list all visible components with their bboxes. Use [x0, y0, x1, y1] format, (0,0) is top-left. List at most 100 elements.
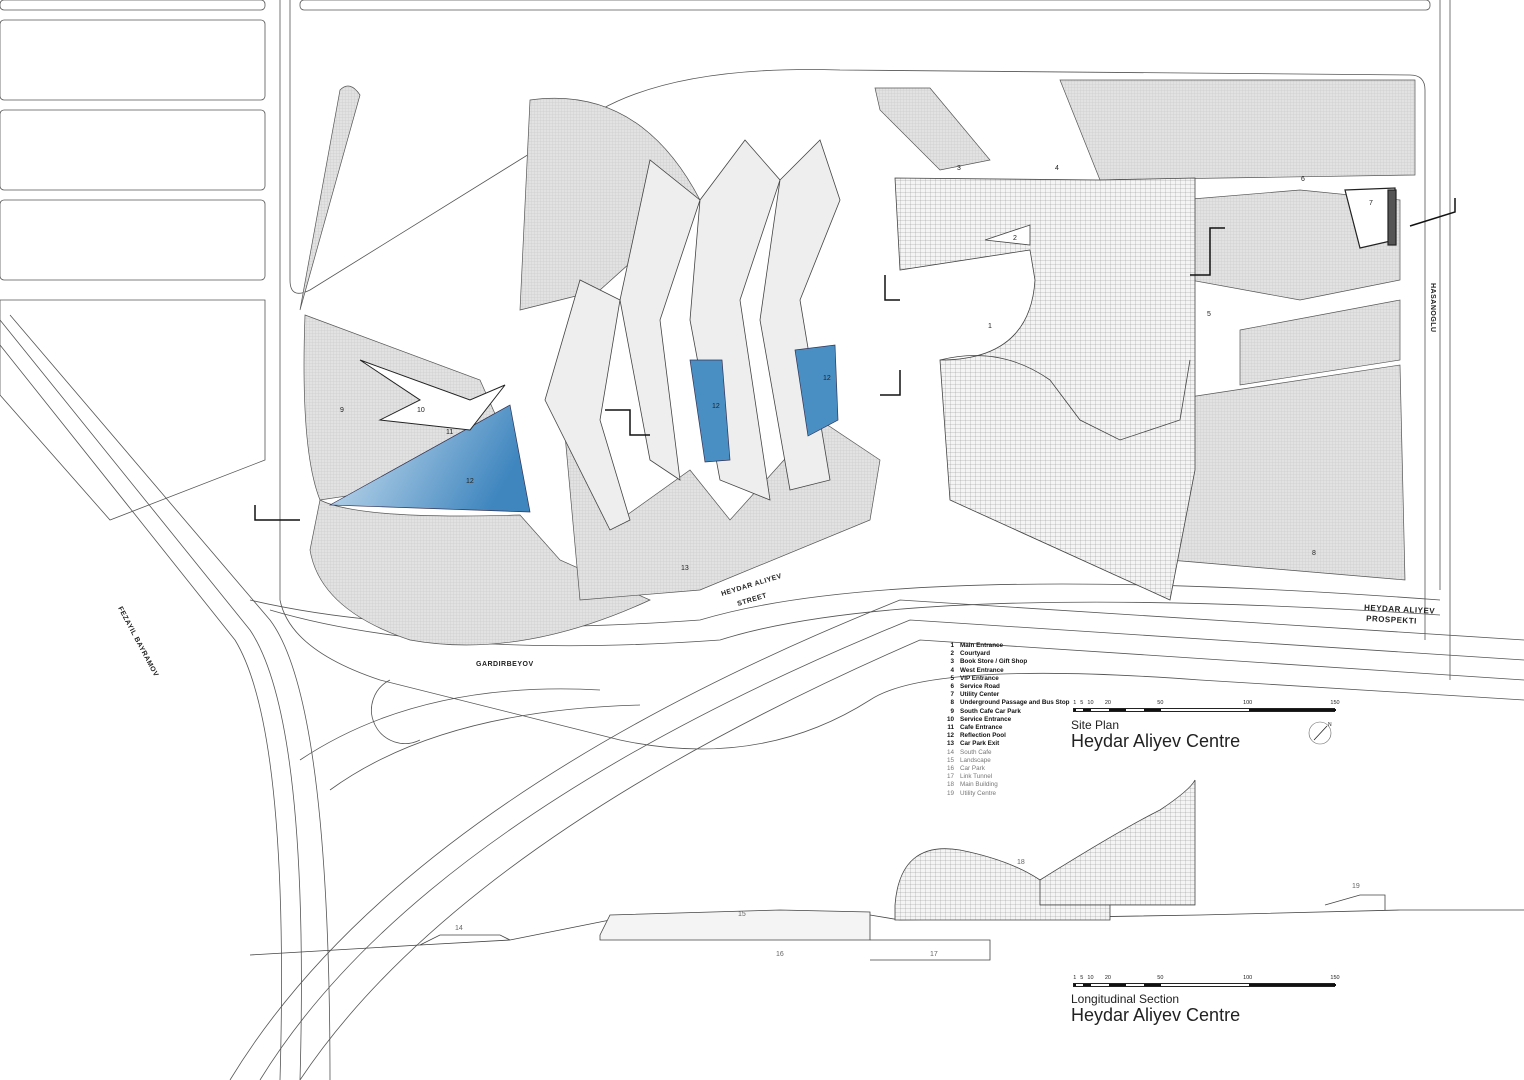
legend-number: 6: [950, 683, 954, 691]
legend-item: 7 Utility Center: [942, 691, 1070, 699]
scale-segment: [1074, 709, 1076, 711]
street-hasanoglu: HASANOGLU: [1429, 283, 1436, 333]
site-plan-title: Heydar Aliyev Centre: [1071, 731, 1241, 751]
scale-tick-label: 5: [1080, 975, 1084, 981]
legend-item: 17 Link Tunnel: [942, 773, 1070, 781]
section-title-block: Longitudinal Section Heydar Aliyev Centr…: [1071, 992, 1240, 1025]
legend-label: Car Park Exit: [960, 740, 1000, 748]
scale-tick-label: 1: [1073, 975, 1077, 981]
legend-label: South Cafe Car Park: [960, 707, 1021, 715]
section-subtitle: Longitudinal Section: [1071, 992, 1180, 1006]
scale-tick-label: 20: [1104, 700, 1111, 706]
legend-label: Service Road: [960, 683, 1000, 691]
scale-tick-label: 50: [1157, 700, 1164, 706]
label-6: 6: [1301, 176, 1305, 183]
legend-label: VIP Entrance: [960, 674, 999, 682]
legend-item: 13 Car Park Exit: [942, 740, 1070, 748]
scale-segment: [1143, 984, 1162, 986]
site-plan-subtitle: Site Plan: [1071, 718, 1120, 732]
legend-number: 1: [950, 642, 954, 649]
legend-number: 18: [946, 781, 954, 789]
legend-number: 5: [950, 674, 954, 682]
legend-item: 6 Service Road: [942, 683, 1070, 691]
reflection-pools: [328, 344, 839, 513]
label-8: 8: [1312, 550, 1316, 557]
south-cafe: [359, 359, 506, 431]
scale-tick-label: 100: [1243, 975, 1253, 981]
street-heydar-aliyev-2: STREET: [737, 592, 769, 608]
scale-tick-label: 10: [1087, 700, 1094, 706]
label-15: 15: [738, 911, 746, 918]
legend-label: Utility Centre: [960, 789, 997, 797]
label-13: 13: [681, 565, 689, 572]
legend-number: 10: [946, 715, 954, 723]
legend-number: 4: [950, 666, 954, 674]
street-prospekti-2: PROSPEKTI: [1366, 614, 1417, 626]
north-arrow-icon: N: [1308, 721, 1332, 745]
legend-item: 4 West Entrance: [942, 667, 1070, 675]
legend-item: 15 Landscape: [942, 757, 1070, 765]
utility-centre: [1344, 187, 1397, 249]
legend-number: 12: [946, 732, 954, 740]
legend-label: Service Entrance: [960, 715, 1012, 723]
legend-item: 10 Service Entrance: [942, 716, 1070, 724]
street-fezayil-bayramov: FEZAYIL BAYRAMOV: [116, 606, 159, 679]
legend-number: 16: [946, 765, 954, 773]
legend-label: Car Park: [960, 765, 985, 773]
legend-item: 5 VIP Entrance: [942, 675, 1070, 683]
legend-number: 2: [950, 650, 954, 658]
svg-text:N: N: [1328, 722, 1332, 728]
scale-segment: [1248, 984, 1336, 986]
city-blocks: [0, 0, 1524, 750]
legend-number: 9: [950, 707, 954, 715]
scale-tick-label: 5: [1080, 700, 1084, 706]
label-3: 3: [957, 165, 961, 172]
scale-tick-label: 50: [1157, 975, 1164, 981]
legend-number: 3: [950, 658, 954, 666]
legend-label: Cafe Entrance: [960, 724, 1003, 732]
legend-item: 11 Cafe Entrance: [942, 724, 1070, 732]
legend-label: Underground Passage and Bus Stop: [960, 699, 1070, 707]
street-prospekti: HEYDAR ALIYEV: [1364, 603, 1436, 616]
label-4: 4: [1055, 165, 1059, 172]
label-1: 1: [988, 323, 992, 330]
legend-label: Landscape: [960, 756, 991, 764]
label-11: 11: [446, 429, 453, 436]
label-2: 2: [1013, 235, 1017, 242]
legend-label: Reflection Pool: [960, 732, 1006, 740]
label-12b: 12: [712, 403, 720, 410]
legend-item: 8 Underground Passage and Bus Stop: [942, 699, 1070, 707]
legend-number: 13: [946, 740, 954, 748]
legend-number: 15: [946, 756, 954, 764]
legend-label: Utility Center: [960, 691, 1000, 699]
legend-number: 14: [946, 748, 954, 756]
section-title: Heydar Aliyev Centre: [1071, 1005, 1241, 1025]
scale-tick-label: 20: [1104, 975, 1111, 981]
scale-tick-label: 1: [1073, 700, 1077, 706]
scale-segment: [1143, 709, 1162, 711]
label-14: 14: [455, 925, 463, 932]
legend-label: Link Tunnel: [960, 773, 993, 781]
label-17: 17: [930, 951, 938, 958]
scale-segment: [1074, 984, 1076, 986]
legend-number: 11: [947, 724, 954, 732]
scale-segment: [1248, 709, 1336, 711]
scale-segment: [1108, 709, 1127, 711]
legend-label: West Entrance: [960, 666, 1004, 674]
legend-number: 17: [946, 773, 954, 781]
legend-number: 19: [946, 789, 954, 797]
legend-label: Book Store / Gift Shop: [960, 658, 1028, 666]
legend-item: 9 South Cafe Car Park: [942, 708, 1070, 716]
label-16: 16: [776, 951, 784, 958]
legend-label: South Cafe: [960, 748, 992, 756]
legend-number: 7: [950, 691, 954, 699]
legend-item: 14 South Cafe: [942, 749, 1070, 757]
scale-tick-label: 150: [1330, 975, 1340, 981]
legend-number: 8: [950, 699, 954, 707]
